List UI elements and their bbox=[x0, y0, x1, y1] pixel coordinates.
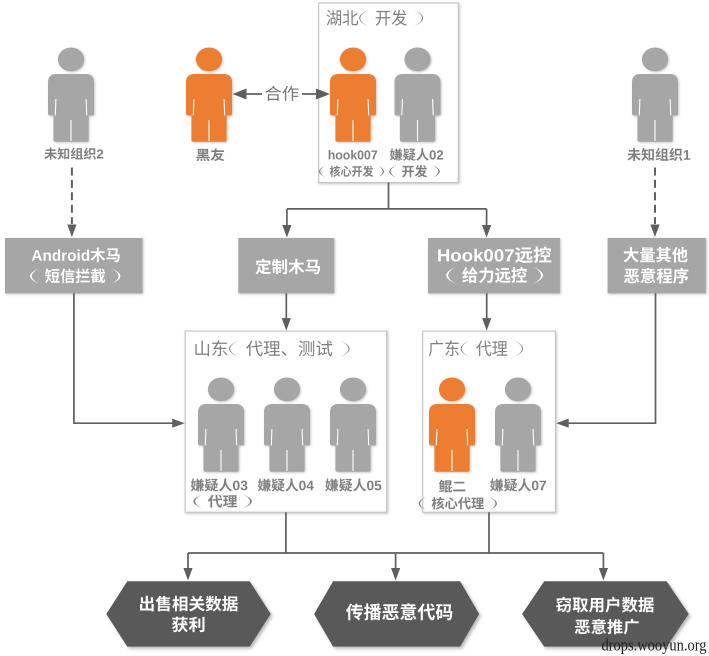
svg-text:drops.wooyun.org: drops.wooyun.org bbox=[601, 636, 706, 654]
